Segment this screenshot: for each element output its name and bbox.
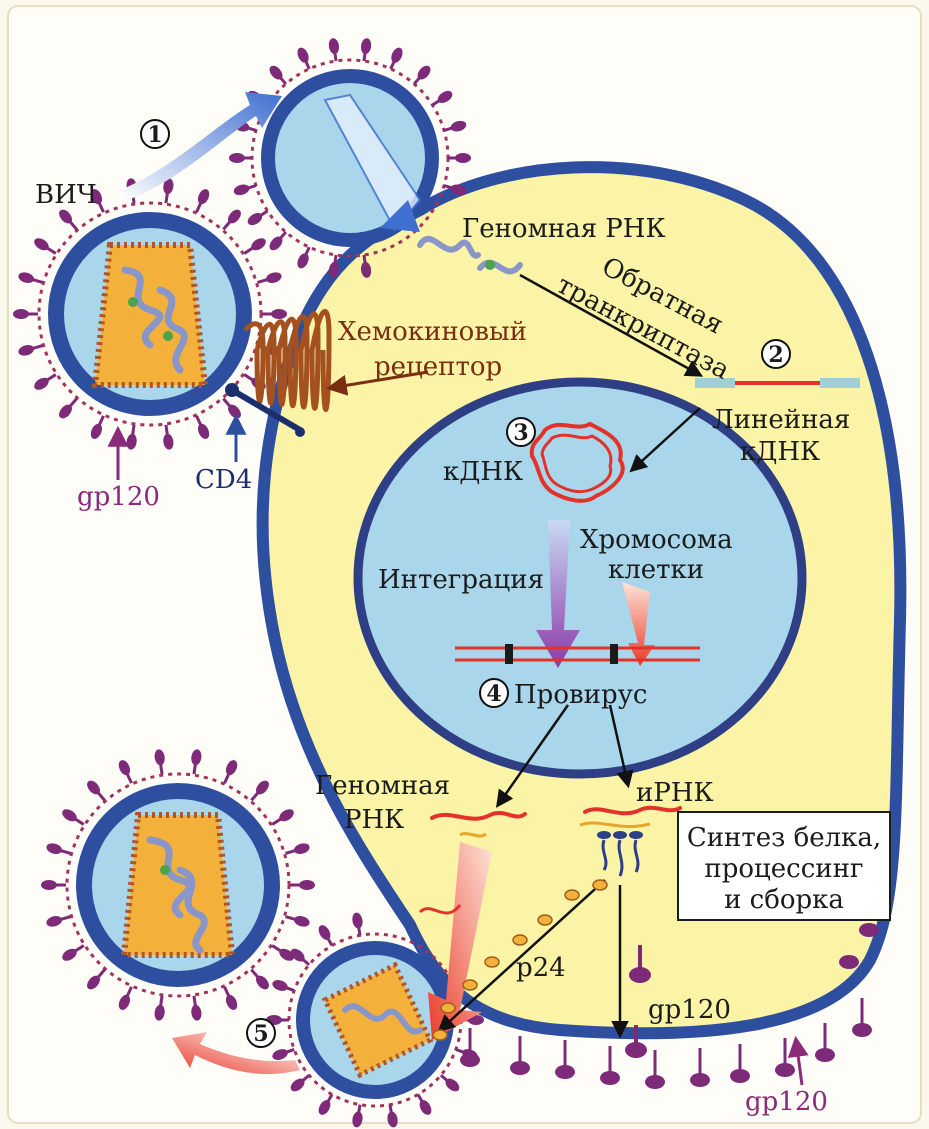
reverse-transcriptase-dot bbox=[485, 260, 495, 270]
p24-particle bbox=[565, 890, 579, 900]
step-4-number: 4 bbox=[486, 681, 501, 707]
ribosome bbox=[597, 831, 611, 839]
cd4-head bbox=[225, 383, 239, 397]
virus-label: ВИЧ bbox=[35, 180, 97, 210]
step-1-badge: 1 bbox=[141, 120, 169, 148]
cd4-label: CD4 bbox=[195, 465, 252, 495]
genomic-rna-bottom-label-2: РНК bbox=[344, 805, 404, 835]
surface-gp120-head bbox=[460, 1053, 480, 1067]
ltr-right bbox=[820, 378, 860, 388]
step-2-badge: 2 bbox=[762, 340, 790, 368]
surface-gp120-head bbox=[510, 1061, 530, 1075]
ribosome bbox=[613, 831, 627, 839]
gp120-spike-head bbox=[13, 309, 29, 319]
provirus-label: Провирус bbox=[514, 680, 647, 710]
synthesis-label-1: Синтез белка, bbox=[687, 823, 881, 853]
p24-particle bbox=[485, 957, 499, 967]
surface-gp120-head bbox=[645, 1075, 665, 1089]
p24-particle bbox=[538, 915, 552, 925]
genomic-rna-label: Геномная РНК bbox=[462, 214, 666, 244]
surface-gp120-head bbox=[852, 1023, 872, 1037]
step-5-number: 5 bbox=[253, 1021, 268, 1047]
surface-gp120-head bbox=[555, 1065, 575, 1079]
gp120-head bbox=[625, 1042, 647, 1058]
free-virion-enzyme bbox=[163, 331, 173, 341]
chemokine-receptor-label-2: рецептор bbox=[374, 352, 502, 382]
surface-gp120-head bbox=[815, 1048, 835, 1062]
surface-gp120-head bbox=[690, 1073, 710, 1087]
gp120-spike-head bbox=[229, 153, 245, 163]
step-5-badge: 5 bbox=[247, 1019, 275, 1047]
mrna-label: иРНК bbox=[636, 778, 714, 808]
p24-particle bbox=[593, 880, 607, 890]
synthesis-label-2: процессинг bbox=[704, 854, 863, 884]
p24-particle bbox=[513, 935, 527, 945]
chromosome-label-2: клетки bbox=[608, 555, 704, 585]
p24-particle bbox=[463, 980, 477, 990]
gp120-spike-head bbox=[299, 880, 315, 890]
provirus-ltr-left bbox=[505, 644, 513, 664]
cdna-label: кДНК bbox=[443, 457, 523, 487]
p24-particle bbox=[433, 1030, 447, 1040]
step-1-number: 1 bbox=[147, 122, 162, 148]
gp120-left-label: gp120 bbox=[77, 482, 160, 512]
gp120-spike-head bbox=[41, 880, 57, 890]
surface-gp120-head bbox=[859, 923, 879, 937]
surface-gp120-head bbox=[730, 1069, 750, 1083]
linear-cdna-label-2: кДНК bbox=[740, 437, 820, 467]
surface-gp120-head bbox=[775, 1063, 795, 1077]
chemokine-receptor-label-1: Хемокиновый bbox=[338, 317, 527, 347]
chromosome-label-1: Хромосома bbox=[580, 525, 733, 555]
free-virion-enzyme bbox=[128, 297, 138, 307]
gp120-inner-label: gp120 bbox=[648, 995, 731, 1025]
step-2-number: 2 bbox=[768, 342, 783, 368]
ribosome bbox=[629, 831, 643, 839]
synthesis-label-3: и сборка bbox=[724, 885, 844, 915]
provirus-ltr-right bbox=[610, 644, 618, 664]
step-3-number: 3 bbox=[513, 420, 528, 446]
step-4-badge: 4 bbox=[480, 679, 508, 707]
cd4-anchor bbox=[295, 427, 305, 437]
linear-cdna-label-1: Линейная bbox=[712, 405, 850, 435]
free-virion-capsid bbox=[95, 245, 205, 385]
gp120-spike-head bbox=[271, 309, 287, 319]
gp120-head bbox=[629, 967, 651, 983]
surface-gp120-head bbox=[839, 955, 859, 969]
gp120-bottom-label: gp120 bbox=[745, 1087, 828, 1117]
surface-gp120-head bbox=[600, 1071, 620, 1085]
p24-particle bbox=[441, 1003, 455, 1013]
released-virion-enzyme bbox=[160, 865, 170, 875]
p24-label: p24 bbox=[516, 953, 566, 983]
integration-label: Интеграция bbox=[378, 565, 544, 595]
step-3-badge: 3 bbox=[507, 418, 535, 446]
genomic-rna-bottom-label-1: Геномная bbox=[315, 771, 450, 801]
released-virion-capsid bbox=[124, 815, 232, 955]
gp120-spike-head bbox=[455, 153, 471, 163]
